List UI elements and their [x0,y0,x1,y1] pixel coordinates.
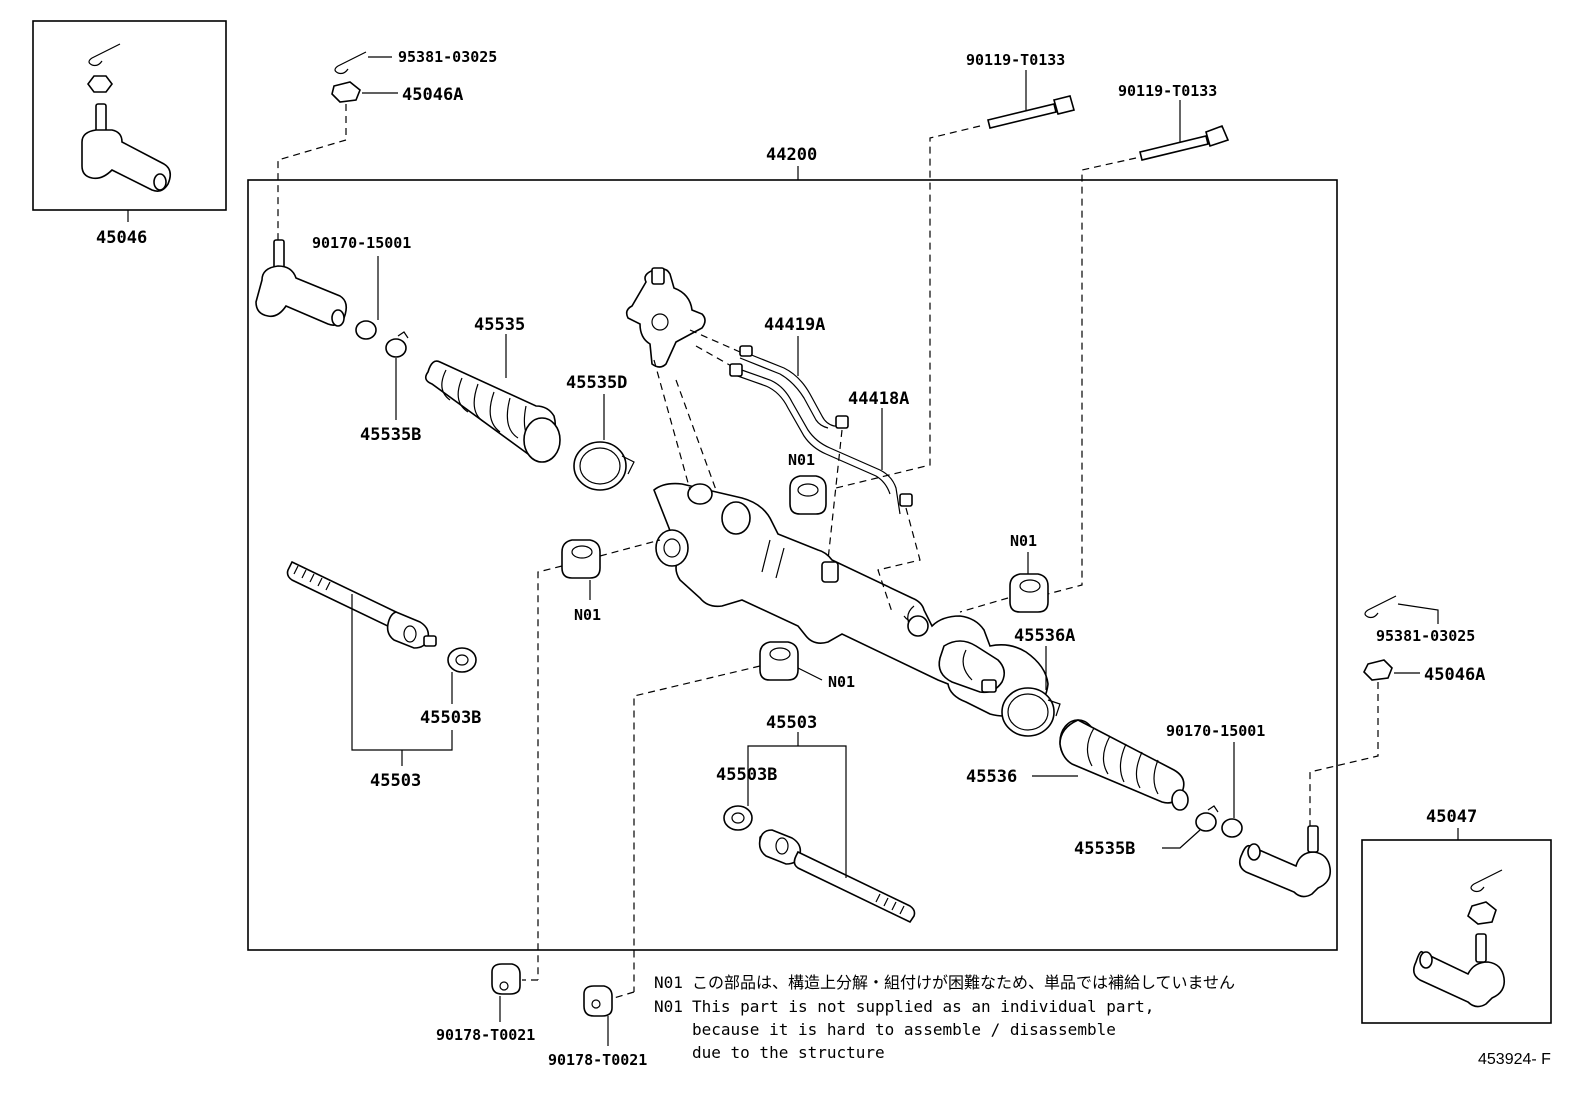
label-bolt-1: 90119-T0133 [966,51,1065,69]
tube-44418a[interactable] [729,363,913,515]
label-ring-right: 90170-15001 [1166,722,1265,740]
note-en-line3: due to the structure [692,1043,885,1062]
label-bushing-2: N01 [574,606,601,624]
mount-pin [821,561,839,583]
nut-right[interactable] [1363,659,1393,681]
label-tube-44419a: 44419A [764,315,825,335]
label-bolt-2: 90119-T0133 [1118,82,1217,100]
label-tube-44418a: 44418A [848,389,909,409]
label-boot-left: 45535 [474,315,525,335]
label-clip-right-small: 45535B [1074,839,1135,859]
label-nut-bottom-2: 90178-T0021 [548,1051,647,1069]
label-bushing-3: N01 [1010,532,1037,550]
note-en-line2: because it is hard to assemble / disasse… [692,1020,1116,1039]
steering-gear-frame [247,179,1338,951]
cotter-pin-right[interactable] [1364,595,1397,619]
nut-bottom-2[interactable] [583,985,613,1017]
inset-tie-rod-end-left[interactable] [32,20,227,211]
ring-right[interactable] [1221,818,1243,838]
label-nut-right: 45046A [1424,665,1485,685]
nut-bottom-1[interactable] [491,963,521,995]
note-block: N01 この部品は、構造上分解・組付けが困難なため、単品では補給していません N… [654,973,1235,1062]
bushing-1[interactable] [789,475,827,515]
bushing-3[interactable] [1009,573,1049,613]
label-cotter-pin-top: 95381-03025 [398,48,497,66]
tie-rod-end-right[interactable] [1238,825,1332,898]
label-washer-left: 45503B [420,708,481,728]
cotter-pin-top[interactable] [334,51,367,75]
label-clamp-right: 45536A [1014,626,1075,646]
tie-rod-end-left[interactable] [255,239,348,327]
label-bushing-4: N01 [828,673,855,691]
label-ring-left: 90170-15001 [312,234,411,252]
clamp-right[interactable] [1001,687,1061,737]
washer-left[interactable] [447,647,477,673]
ring-left[interactable] [355,320,377,340]
inset-tie-rod-end-right[interactable] [1361,839,1552,1024]
clamp-left[interactable] [573,441,635,491]
boot-right[interactable] [1059,719,1189,811]
note-en-tag: N01 [654,997,683,1016]
bolt-2[interactable] [1139,124,1230,161]
label-bushing-1: N01 [788,451,815,469]
boot-left[interactable] [424,360,561,463]
bolt-1[interactable] [987,95,1075,129]
tie-rod-left[interactable] [286,560,437,649]
label-cotter-pin-right: 95381-03025 [1376,627,1475,645]
nut-top[interactable] [331,81,361,103]
tie-rod-right[interactable] [758,829,916,924]
label-tie-rod-right: 45503 [766,713,817,733]
washer-right[interactable] [723,805,753,831]
steering-rack-housing[interactable] [625,267,1049,717]
bushing-2[interactable] [561,539,601,579]
note-en-line1: This part is not supplied as an individu… [692,997,1154,1016]
note-jp-text: この部品は、構造上分解・組付けが困難なため、単品では補給していません [692,973,1235,992]
clip-left-small[interactable] [385,331,409,358]
diagram-code: 453924- F [1478,1051,1551,1068]
label-washer-right: 45503B [716,765,777,785]
bushing-4[interactable] [759,641,799,681]
clip-right-small[interactable] [1195,805,1219,832]
label-nut-bottom-1: 90178-T0021 [436,1026,535,1044]
label-tie-rod-left: 45503 [370,771,421,791]
tube-44419a[interactable] [739,345,849,429]
label-clip-left-small: 45535B [360,425,421,445]
label-nut-top: 45046A [402,85,463,105]
note-jp-tag: N01 [654,973,683,992]
label-boot-right: 45536 [966,767,1017,787]
label-44200: 44200 [766,145,817,165]
label-clamp-left: 45535D [566,373,627,393]
label-45047: 45047 [1426,807,1477,827]
label-45046: 45046 [96,228,147,248]
